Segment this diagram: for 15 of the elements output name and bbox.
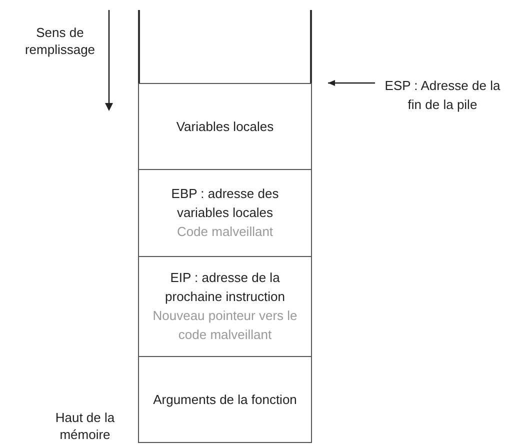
- stack-cell: [138, 169, 312, 257]
- cell-text: Variables locales: [176, 118, 274, 136]
- pointer-label: ESP : Adresse de la fin de la pile: [384, 77, 502, 114]
- stack-cell: [138, 356, 312, 443]
- cell-text: Arguments de la fonction: [153, 390, 297, 408]
- cell-text: EBP : adresse des variables locales: [170, 185, 280, 222]
- side-label: Haut de la mémoire: [54, 409, 116, 443]
- arrow: [328, 80, 375, 86]
- cell-text: EIP : adresse de la prochaine instruction: [164, 269, 286, 306]
- stack-top-space: [138, 10, 312, 84]
- stack-cell: [138, 83, 312, 170]
- cell-note: Code malveillant: [176, 223, 274, 241]
- stack-cell: [138, 256, 312, 357]
- side-label: Sens de remplissage: [24, 24, 96, 58]
- cell-note: Nouveau pointeur vers le code malveillant: [152, 307, 298, 344]
